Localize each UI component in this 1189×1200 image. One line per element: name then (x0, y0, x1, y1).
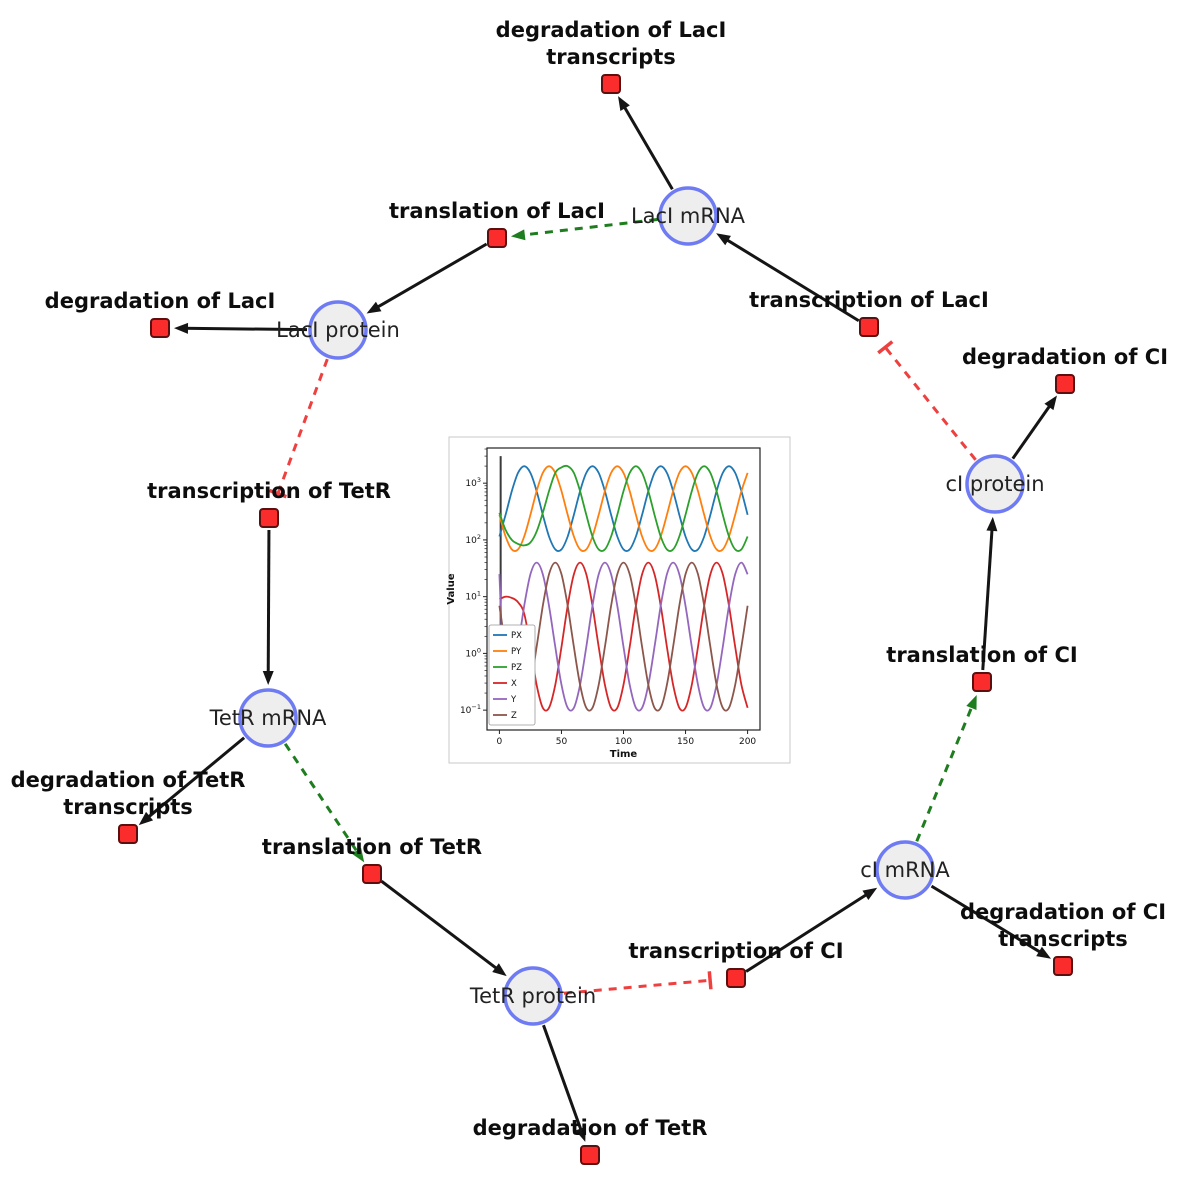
arrowhead-translation-ci-to-ci-protein (986, 516, 998, 532)
arrowhead-tetr-mrna-to-translation-tetr (351, 847, 365, 863)
edge-consumption-tetr-mrna-to-degradation-tetr-transcripts (144, 736, 246, 821)
edge-inhibition-laci-protein-to-transcription-tetr (276, 358, 329, 495)
edge-consumption-ci-protein-to-degradation-ci (1011, 401, 1054, 460)
x-tick-label: 0 (497, 737, 503, 747)
reaction-node-degradation-tetr[interactable] (580, 1145, 600, 1165)
reaction-label-transcription-laci: transcription of LacI (749, 288, 989, 312)
legend-box (488, 624, 536, 726)
series-line-Z (498, 561, 749, 712)
reaction-label-degradation-laci-transcripts: degradation of LacI (496, 18, 727, 42)
edge-inhibition-tetr-protein-to-transcription-ci (563, 978, 711, 995)
arrowhead-translation-laci-to-laci-protein (366, 301, 382, 314)
series-line-Y (498, 561, 749, 715)
species-node-ci-protein[interactable] (965, 454, 1025, 514)
arrowhead-transcription-laci-to-laci-mrna (716, 233, 731, 246)
reaction-label-degradation-laci: degradation of LacI (45, 289, 276, 313)
species-label-tetr-protein: TetR protein (469, 984, 596, 1008)
arrowhead-transcription-ci-to-ci-mrna (862, 887, 878, 900)
reaction-label-degradation-tetr-transcripts: degradation of TetR (11, 768, 246, 792)
reaction-label-degradation-ci-transcripts: transcripts (998, 927, 1128, 951)
reaction-node-transcription-tetr[interactable] (259, 508, 279, 528)
reaction-label-translation-ci: translation of CI (886, 643, 1077, 667)
reaction-label-degradation-tetr: degradation of TetR (473, 1116, 708, 1140)
series-line-PX (498, 465, 749, 552)
x-tick-label: 50 (556, 737, 568, 747)
arrowhead-tetr-mrna-to-degradation-tetr-transcripts (138, 811, 154, 826)
species-node-ci-mrna[interactable] (875, 840, 935, 900)
edge-consumption-tetr-protein-to-degradation-tetr (542, 1024, 584, 1134)
arrowhead-ci-mrna-to-translation-ci (966, 694, 977, 710)
arrowhead-translation-tetr-to-tetr-protein (492, 963, 507, 977)
legend-entry-PX: PX (511, 631, 522, 641)
x-tick-label: 100 (615, 737, 632, 747)
reaction-node-translation-ci[interactable] (972, 672, 992, 692)
edge-production-translation-tetr-to-tetr-protein (380, 880, 501, 972)
species-label-laci-protein: LacI protein (276, 318, 400, 342)
edge-production-transcription-tetr-to-tetr-mrna (266, 529, 271, 677)
inhibition-tee-laci-protein-to-transcription-tetr (268, 488, 288, 499)
x-tick-label: 200 (739, 737, 756, 747)
reaction-label-degradation-ci: degradation of CI (962, 345, 1168, 369)
x-tick-label: 150 (677, 737, 694, 747)
edge-production-transcription-laci-to-laci-mrna (723, 236, 860, 323)
legend-entry-Z: Z (511, 711, 517, 721)
arrowhead-laci-mrna-to-degradation-laci-transcripts (618, 96, 630, 111)
reaction-node-transcription-laci[interactable] (859, 317, 879, 337)
legend-entry-PZ: PZ (511, 663, 522, 673)
series-line-X (498, 561, 749, 712)
edge-production-translation-laci-to-laci-protein (373, 242, 488, 311)
edge-production-transcription-ci-to-ci-mrna (745, 891, 871, 973)
arrowhead-laci-protein-to-degradation-laci (173, 322, 189, 334)
reaction-node-degradation-ci-transcripts[interactable] (1053, 956, 1073, 976)
inhibition-tee-ci-protein-to-transcription-laci (877, 340, 894, 355)
edge-consumption-laci-protein-to-degradation-laci (182, 326, 308, 332)
series-line-PZ (498, 464, 749, 552)
reaction-node-transcription-ci[interactable] (726, 968, 746, 988)
edge-consumption-laci-mrna-to-degradation-laci-transcripts (621, 103, 674, 190)
series-line-PY (498, 465, 749, 552)
inhibition-tee-tetr-protein-to-transcription-ci (707, 971, 713, 990)
reaction-node-translation-laci[interactable] (487, 228, 507, 248)
edge-production-translation-ci-to-ci-protein (981, 525, 994, 671)
reaction-node-translation-tetr[interactable] (362, 864, 382, 884)
reaction-label-translation-laci: translation of LacI (389, 199, 605, 223)
reaction-node-degradation-tetr-transcripts[interactable] (118, 824, 138, 844)
reaction-label-transcription-tetr: transcription of TetR (147, 479, 391, 503)
species-label-ci-mrna: cI mRNA (860, 858, 950, 882)
arrowhead-ci-mrna-to-degradation-ci-transcripts (1036, 946, 1052, 959)
arrowhead-transcription-tetr-to-tetr-mrna (262, 670, 274, 686)
species-node-laci-mrna[interactable] (658, 186, 718, 246)
reaction-label-degradation-ci-transcripts: degradation of CI (960, 900, 1166, 924)
x-axis-label: Time (610, 749, 638, 760)
species-label-tetr-mrna: TetR mRNA (209, 706, 327, 730)
arrowhead-laci-mrna-to-translation-laci (510, 229, 526, 241)
species-label-laci-mrna: LacI mRNA (631, 204, 746, 228)
species-label-ci-protein: cI protein (945, 472, 1044, 496)
y-axis-label: Value (446, 573, 457, 604)
reaction-node-degradation-laci[interactable] (150, 318, 170, 338)
legend-entry-X: X (511, 679, 517, 689)
edge-consumption-ci-mrna-to-degradation-ci-transcripts (930, 884, 1045, 956)
reaction-node-degradation-ci[interactable] (1055, 374, 1075, 394)
edge-inhibition-ci-protein-to-transcription-laci (884, 346, 977, 461)
reaction-label-translation-tetr: translation of TetR (262, 835, 482, 859)
arrowhead-tetr-protein-to-degradation-tetr (575, 1126, 586, 1142)
reaction-label-transcription-ci: transcription of CI (628, 939, 843, 963)
edge-modifier-tetr-mrna-to-translation-tetr (283, 742, 361, 856)
species-node-laci-protein[interactable] (308, 300, 368, 360)
species-node-tetr-protein[interactable] (503, 966, 563, 1026)
legend-entry-Y: Y (510, 695, 517, 705)
reaction-node-degradation-laci-transcripts[interactable] (601, 74, 621, 94)
reaction-label-degradation-laci-transcripts: transcripts (546, 45, 676, 69)
species-node-tetr-mrna[interactable] (238, 688, 298, 748)
chart-legend: PX PY PZ XYZ (488, 624, 536, 726)
arrowhead-ci-protein-to-degradation-ci (1044, 395, 1057, 411)
legend-entry-PY: PY (511, 647, 522, 657)
edge-modifier-ci-mrna-to-translation-ci (915, 702, 975, 842)
reaction-label-degradation-tetr-transcripts: transcripts (63, 795, 193, 819)
